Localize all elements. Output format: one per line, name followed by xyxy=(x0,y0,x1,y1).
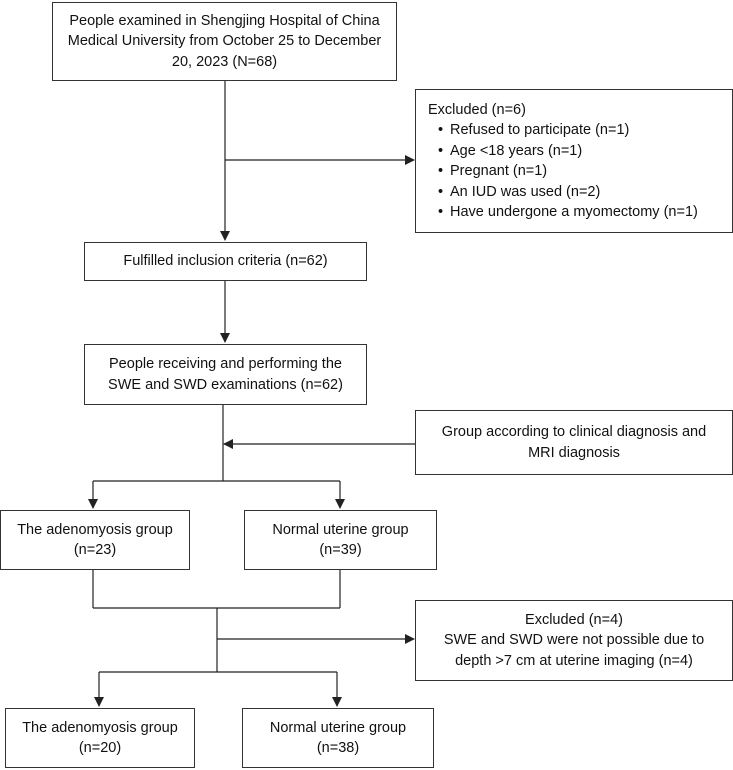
exclusion-reason: Age <18 years (n=1) xyxy=(438,141,698,162)
normal-uterine-group-box-1: Normal uterine group (n=39) xyxy=(244,510,437,570)
exclusion-reason: An IUD was used (n=2) xyxy=(438,182,698,203)
normal-uterine-group-box-2: Normal uterine group (n=38) xyxy=(242,708,434,768)
excluded-title: Excluded (n=6) xyxy=(428,101,526,118)
exclusion-reason: Have undergone a myomectomy (n=1) xyxy=(438,202,698,223)
adenomyosis-group-box-2: The adenomyosis group (n=20) xyxy=(5,708,195,768)
excluded-box-2: Excluded (n=4) SWE and SWD were not poss… xyxy=(415,600,733,681)
adenomyosis-group-box-1: The adenomyosis group (n=23) xyxy=(0,510,190,570)
exclusion-reason: Pregnant (n=1) xyxy=(438,161,698,182)
inclusion-box: Fulfilled inclusion criteria (n=62) xyxy=(84,242,367,281)
group-criteria-box: Group according to clinical diagnosis an… xyxy=(415,410,733,475)
examined-box: People examined in Shengjing Hospital of… xyxy=(52,2,397,81)
exclusion-reasons-list: Refused to participate (n=1) Age <18 yea… xyxy=(428,120,698,223)
receiving-box: People receiving and performing the SWE … xyxy=(84,344,367,405)
excluded-box-1: Excluded (n=6) Refused to participate (n… xyxy=(415,89,733,233)
exclusion-reason: Refused to participate (n=1) xyxy=(438,120,698,141)
